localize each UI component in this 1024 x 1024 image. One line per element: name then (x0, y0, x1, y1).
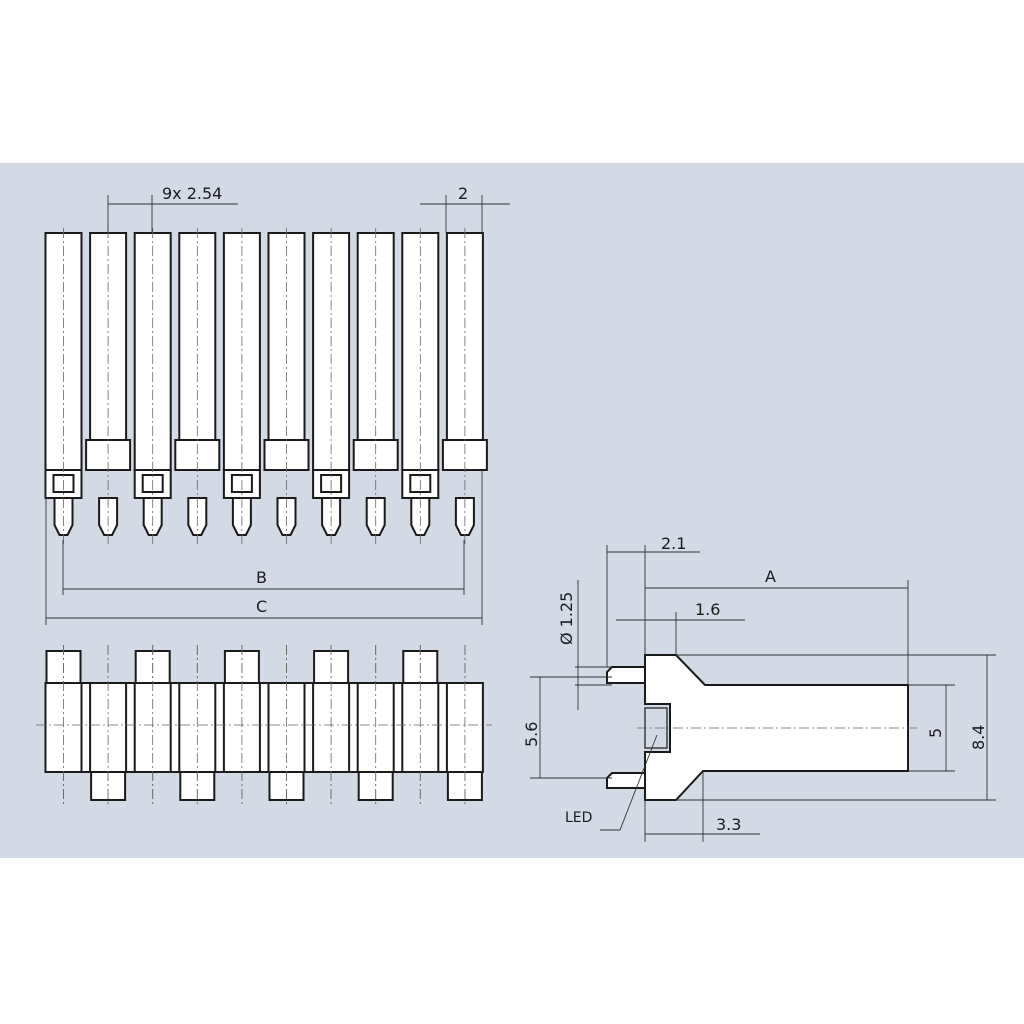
side-body (644, 654, 909, 801)
led-label: LED (565, 810, 592, 826)
front-view (44, 228, 488, 545)
dim-pin-diameter: Ø 1.25 (557, 592, 576, 645)
side-dimension-lines (530, 545, 996, 842)
side-pin-upper (606, 666, 646, 684)
dim-8-4: 8.4 (969, 725, 988, 750)
dim-B: B (256, 568, 267, 587)
dim-3-3: 3.3 (716, 815, 741, 834)
bottom-view (36, 645, 492, 806)
dim-2: 2 (458, 184, 468, 203)
dim-5: 5 (926, 728, 945, 738)
dim-2-1: 2.1 (661, 534, 686, 553)
side-view: 2.1 A 1.6 Ø 1.25 5.6 5 8.4 LED 3.3 (522, 534, 996, 842)
dim-1-6: 1.6 (695, 600, 720, 619)
front-dimension-lines: 9x 2.54 2 B C (45, 184, 510, 625)
dim-pitch: 9x 2.54 (162, 184, 222, 203)
dim-C: C (256, 597, 267, 616)
dim-A: A (765, 567, 776, 586)
dim-5-6: 5.6 (522, 722, 541, 747)
